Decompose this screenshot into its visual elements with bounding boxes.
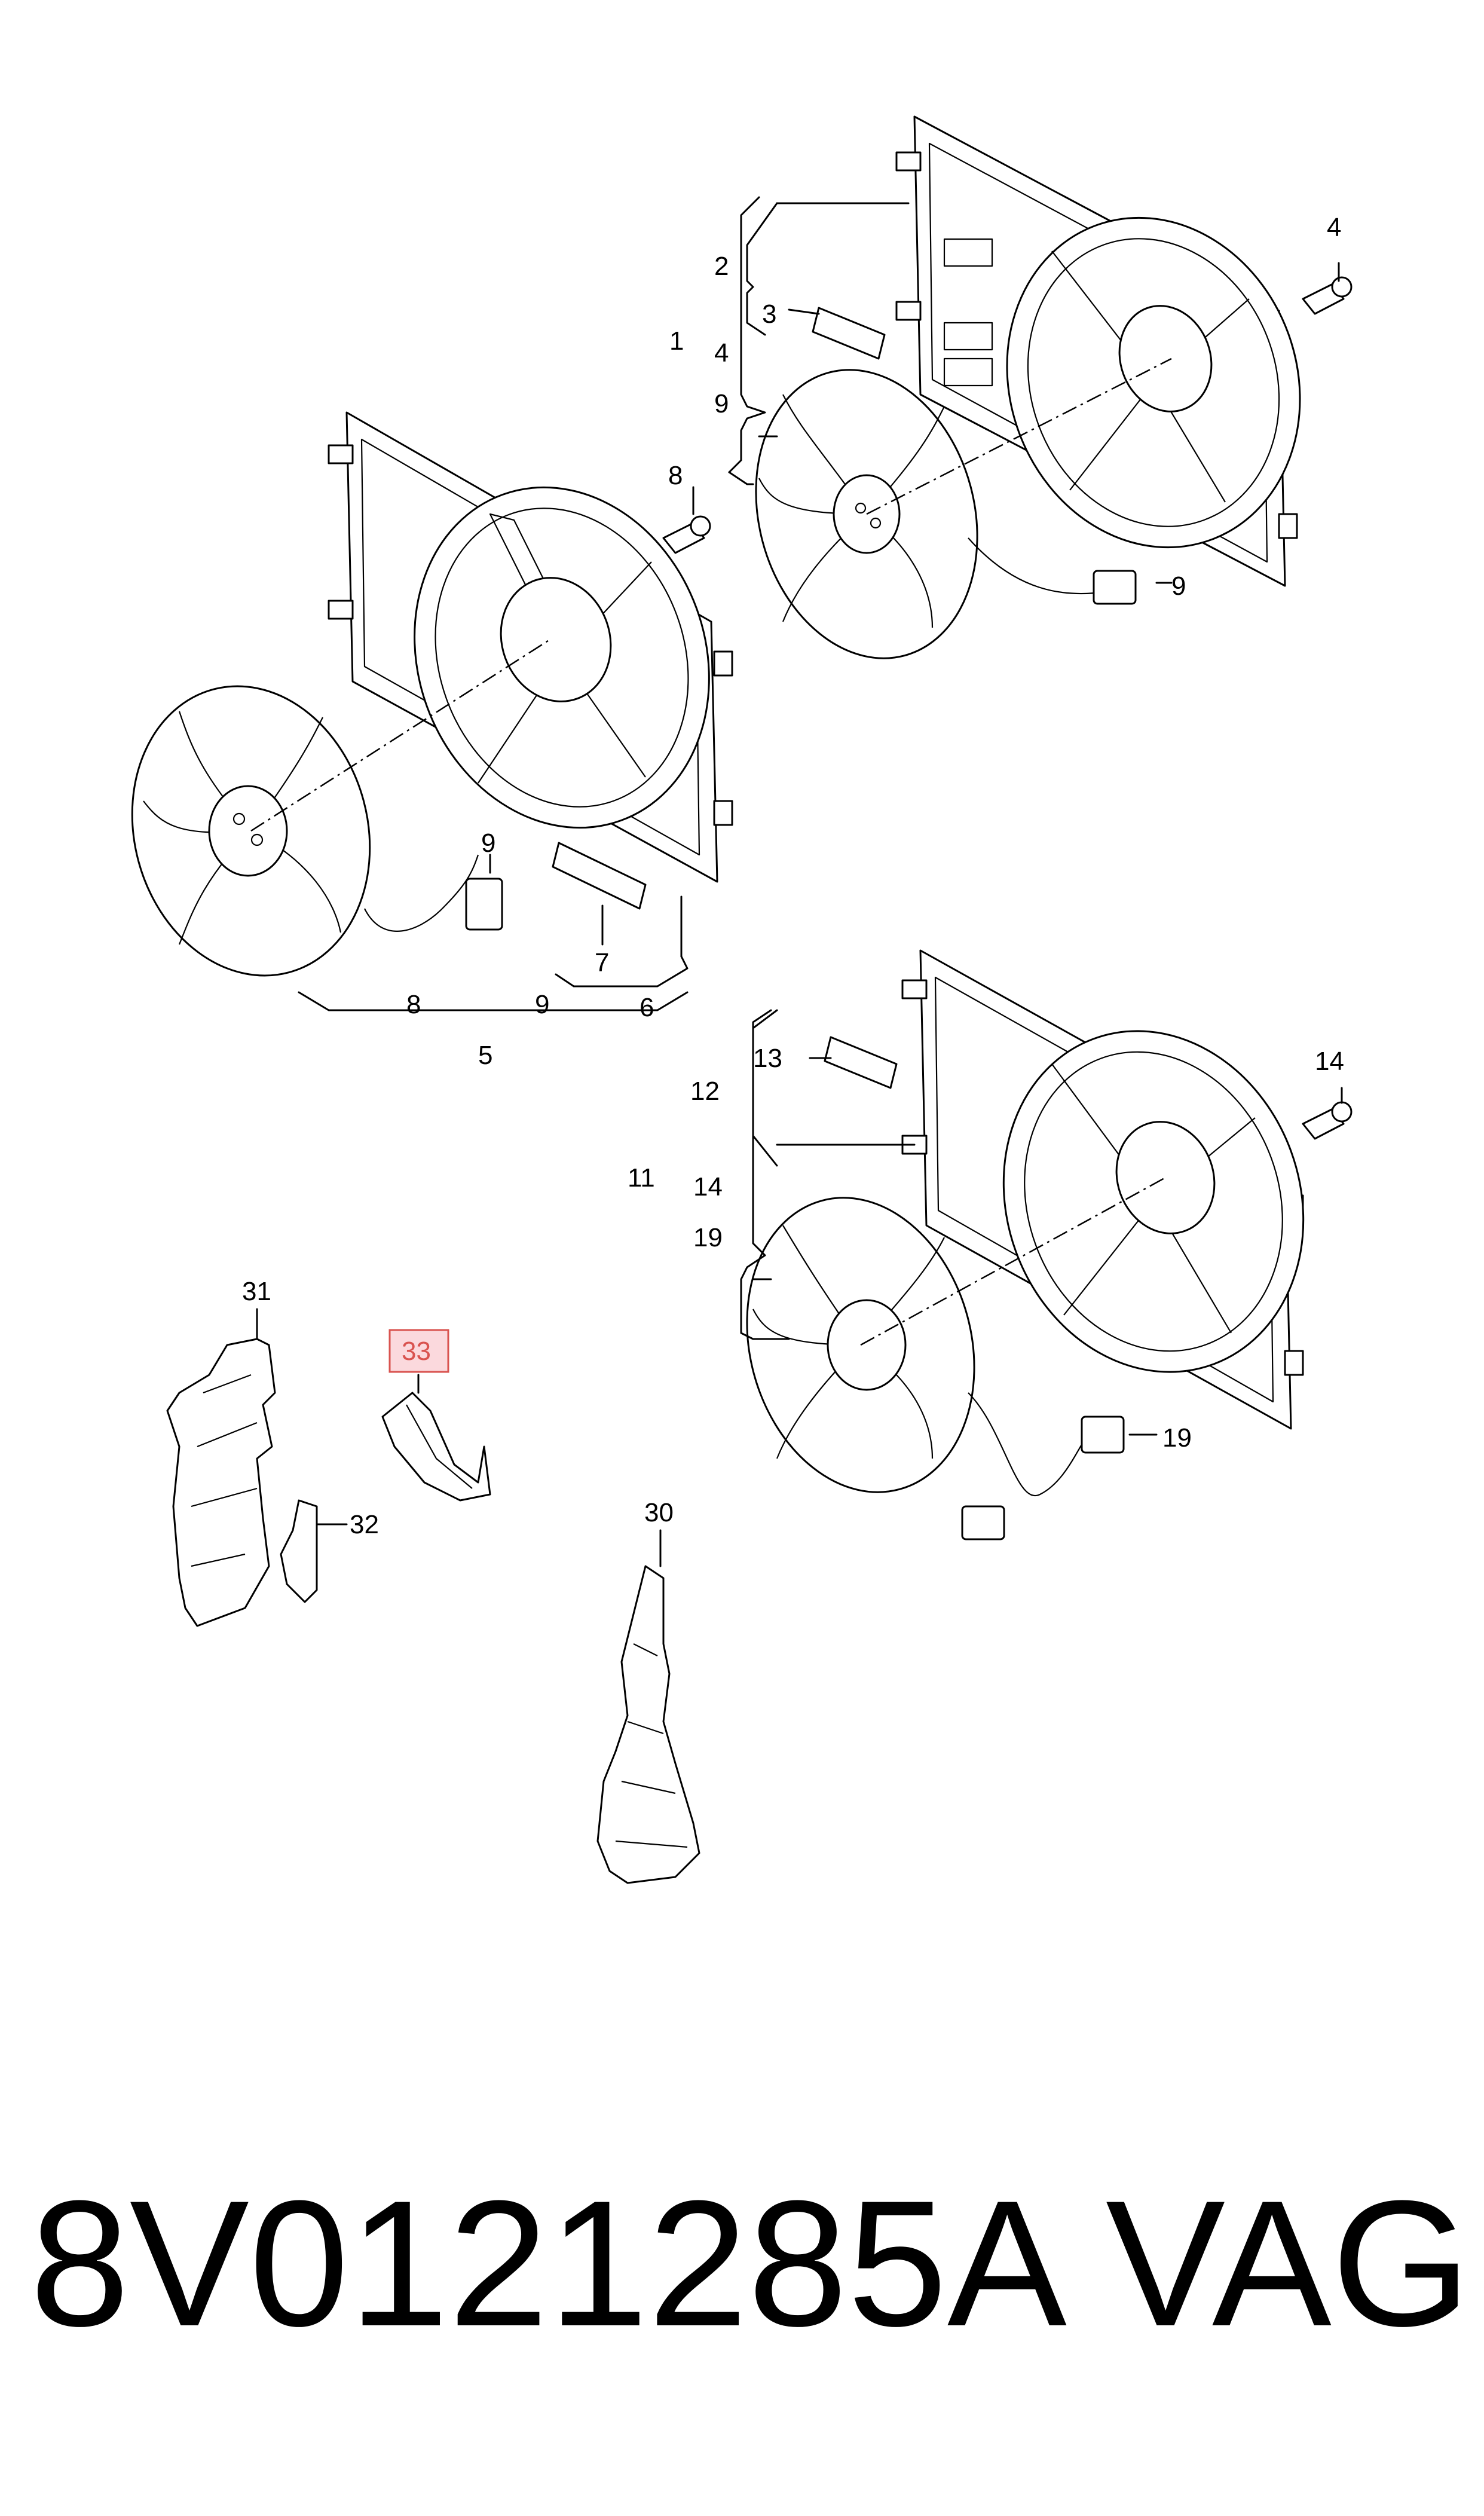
callout-33[interactable]: 33 xyxy=(402,1337,431,1366)
fan-assembly-middle-left xyxy=(131,411,733,977)
callout-2[interactable]: 2 xyxy=(714,252,729,281)
callout-6[interactable]: 6 xyxy=(640,993,654,1022)
callout-9-connector-top[interactable]: 9 xyxy=(1171,571,1186,601)
callout-5[interactable]: 5 xyxy=(478,1041,492,1070)
callout-11[interactable]: 11 xyxy=(628,1163,655,1193)
callout-9-left[interactable]: 9 xyxy=(714,389,729,418)
fan-assembly-top-right xyxy=(755,115,1353,659)
air-deflector-33 xyxy=(381,1392,491,1502)
brand: VAG xyxy=(1106,2163,1471,2364)
callout-19-left[interactable]: 19 xyxy=(693,1223,723,1252)
part-number: 8V0121285A xyxy=(30,2163,1067,2364)
callout-14-left[interactable]: 14 xyxy=(693,1172,723,1202)
callout-32[interactable]: 32 xyxy=(350,1510,379,1539)
callout-12[interactable]: 12 xyxy=(690,1077,720,1106)
callout-labels: 1 2 3 4 4 5 6 7 8 8 9 9 9 9 11 12 13 14 … xyxy=(242,213,1344,1539)
callout-33-highlight xyxy=(388,1329,449,1373)
callout-1[interactable]: 1 xyxy=(669,326,684,356)
air-duct-30 xyxy=(596,1565,700,1884)
callout-8-bottom[interactable]: 8 xyxy=(406,990,421,1019)
callout-31[interactable]: 31 xyxy=(242,1277,271,1306)
callout-9-connector-mid[interactable]: 9 xyxy=(481,829,495,858)
callout-14-screw[interactable]: 14 xyxy=(1315,1047,1344,1076)
callout-19-connector[interactable]: 19 xyxy=(1162,1423,1192,1453)
air-duct-32 xyxy=(280,1499,318,1603)
leader-lines xyxy=(256,196,1343,1567)
air-duct-31 xyxy=(166,1338,276,1627)
callout-30[interactable]: 30 xyxy=(644,1498,674,1527)
fan-assembly-lower-right xyxy=(746,949,1353,1540)
callout-13[interactable]: 13 xyxy=(753,1044,782,1073)
callout-3[interactable]: 3 xyxy=(762,299,776,329)
callout-9-bottom[interactable]: 9 xyxy=(535,990,549,1019)
callout-8-screw[interactable]: 8 xyxy=(668,461,683,490)
callout-4-top[interactable]: 4 xyxy=(1327,213,1341,242)
callout-7[interactable]: 7 xyxy=(595,948,609,977)
callout-4-left[interactable]: 4 xyxy=(714,338,729,368)
